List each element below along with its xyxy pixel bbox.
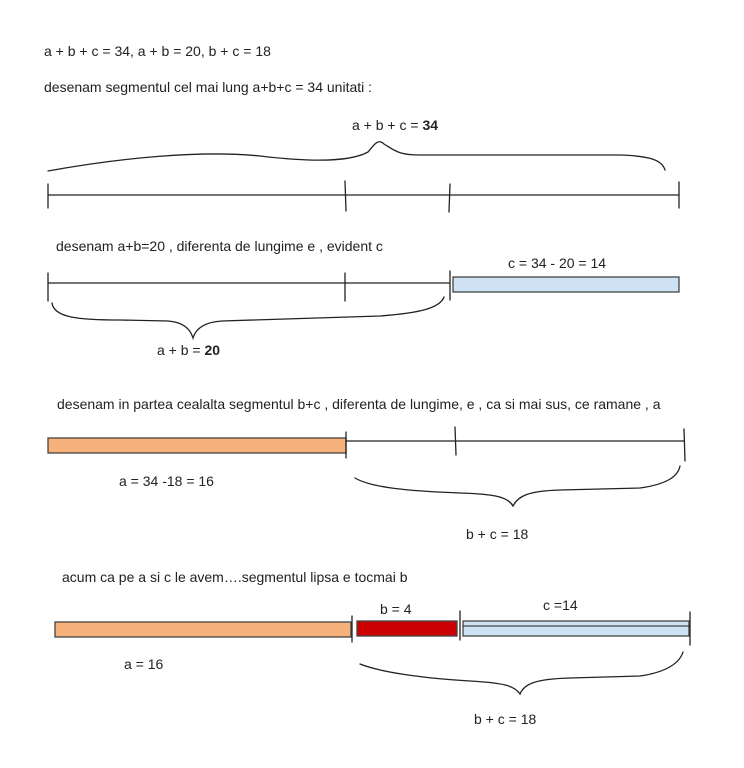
bar-a-diff: [47, 437, 347, 454]
total-label-value: 34: [422, 117, 439, 133]
equations-text: a + b + c = 34, a + b = 20, b + c = 18: [44, 43, 271, 59]
tick-s3-end: [683, 428, 686, 462]
ab-label-value: 20: [204, 342, 221, 358]
brace-bc-2: [359, 651, 684, 696]
step3-caption: desenam in partea cealalta segmentul b+c…: [57, 396, 661, 412]
bar-c: [462, 620, 690, 637]
brace-total: [47, 141, 666, 172]
bar-a: [54, 621, 352, 638]
b-label: b = 4: [380, 601, 412, 617]
bar-c-diff: [452, 276, 680, 293]
bc-label-1: b + c = 18: [466, 526, 529, 542]
tick-ab: [344, 180, 347, 212]
total-label: a + b + c = 34: [352, 117, 438, 133]
bar-b: [356, 620, 458, 637]
tick-s3-b: [454, 426, 457, 456]
c-diff-label: c = 34 - 20 = 14: [508, 255, 607, 271]
step4-caption: acum ca pe a si c le avem….segmentul lip…: [62, 569, 408, 585]
brace-bc-1: [354, 465, 681, 508]
tick-abc: [448, 183, 451, 213]
bc-label-2: b + c = 18: [474, 711, 537, 727]
ab-label: a + b = 20: [157, 342, 220, 358]
ab-label-prefix: a + b =: [157, 342, 205, 358]
step1-caption: desenam segmentul cel mai lung a+b+c = 3…: [44, 79, 373, 95]
a-diff-label: a = 34 -18 = 16: [119, 473, 214, 489]
c-label: c =14: [543, 597, 578, 613]
total-label-prefix: a + b + c =: [352, 117, 423, 133]
brace-ab: [51, 296, 445, 341]
step2-caption: desenam a+b=20 , diferenta de lungime e …: [56, 238, 383, 254]
a-label: a = 16: [124, 656, 164, 672]
